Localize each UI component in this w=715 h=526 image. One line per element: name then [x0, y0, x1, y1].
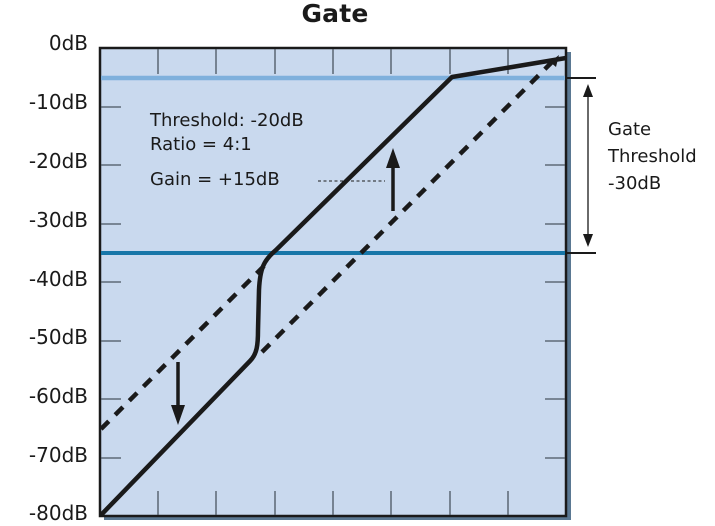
gate-label-line3: -30dB [608, 173, 662, 194]
gate-label-line1: Gate [608, 119, 652, 140]
y-tick-label: -50dB [28, 325, 88, 349]
chart-title: Gate [301, 0, 369, 28]
y-tick-label: -70dB [28, 443, 88, 467]
threshold-annotation: Threshold: -20dB [150, 110, 304, 131]
left-ticks [101, 106, 121, 459]
y-tick-label: -40dB [28, 267, 88, 291]
y-tick-label: 0dB [48, 31, 88, 55]
y-tick-label: -60dB [28, 384, 88, 408]
bracket-down-arrow-icon [583, 234, 593, 247]
gate-transfer-curve [99, 55, 567, 517]
unity-dashed-line [260, 60, 554, 354]
right-ticks [545, 106, 565, 459]
up-arrow-icon [386, 148, 400, 168]
gate-label-line2: Threshold [608, 146, 697, 167]
y-tick-label: -10dB [28, 90, 88, 114]
y-tick-label: -20dB [28, 149, 88, 173]
gate-threshold-label: Gate Threshold -30dB [608, 116, 697, 197]
gain-annotation: Gain = +15dB [150, 169, 280, 190]
down-arrow-icon [171, 405, 185, 425]
ratio-annotation: Ratio = 4:1 [150, 134, 252, 155]
bracket-up-arrow-icon [583, 84, 593, 97]
y-tick-label: -80dB [28, 501, 88, 525]
bottom-ticks [157, 491, 509, 515]
y-tick-label: -30dB [28, 208, 88, 232]
